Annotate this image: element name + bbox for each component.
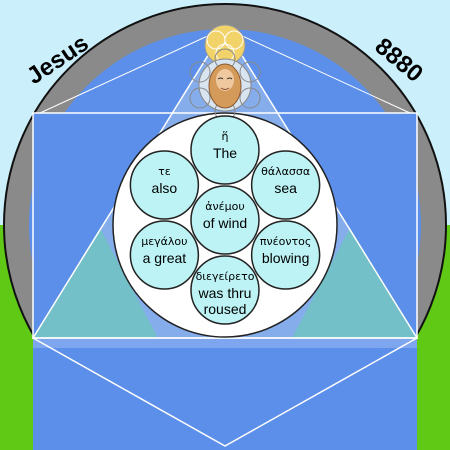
greek-word: πνέοντος <box>260 235 311 248</box>
english-word: of wind <box>203 215 247 231</box>
english-word: was thru <box>198 285 252 301</box>
word-circle: θάλασσα sea <box>250 150 321 220</box>
right-ray <box>224 27 411 114</box>
word-circle-shape <box>190 185 260 255</box>
top-emblem <box>189 24 261 122</box>
word-circle-shape <box>129 220 200 290</box>
word-circle-shape <box>250 150 321 220</box>
word-circle: ἀνέμου of wind <box>190 185 260 255</box>
word-circles: ἥTheθάλασσαseaπνέοντοςblowingδιεγείρετοw… <box>129 115 321 325</box>
left-teal-triangle <box>33 228 158 338</box>
word-circle: μεγάλου a great <box>129 220 200 290</box>
greek-word: διεγείρετο <box>196 270 255 283</box>
word-circle-shape <box>250 220 321 290</box>
greek-word: ἥ <box>222 130 229 143</box>
greek-word: ἀνέμου <box>205 200 244 213</box>
word-circle: πνέοντος blowing <box>250 220 321 290</box>
greek-word: τε <box>158 165 171 178</box>
word-circle-shape <box>190 255 260 325</box>
lower-band <box>33 338 417 348</box>
figure-skin <box>216 69 234 91</box>
english-word: also <box>152 180 178 196</box>
english-word: a great <box>143 250 187 266</box>
english-word: roused <box>204 301 247 317</box>
lower-chevron <box>32 337 418 447</box>
word-circle: τε also <box>129 150 200 220</box>
word-circle-shape <box>190 115 260 185</box>
english-word: The <box>213 145 237 161</box>
right-teal-triangle <box>292 228 417 338</box>
left-ray <box>39 27 226 114</box>
greek-word: μεγάλου <box>141 235 187 248</box>
english-word: blowing <box>262 250 309 266</box>
word-circle-shape <box>129 150 200 220</box>
greek-word: θάλασσα <box>261 165 310 178</box>
english-word: sea <box>274 180 297 196</box>
